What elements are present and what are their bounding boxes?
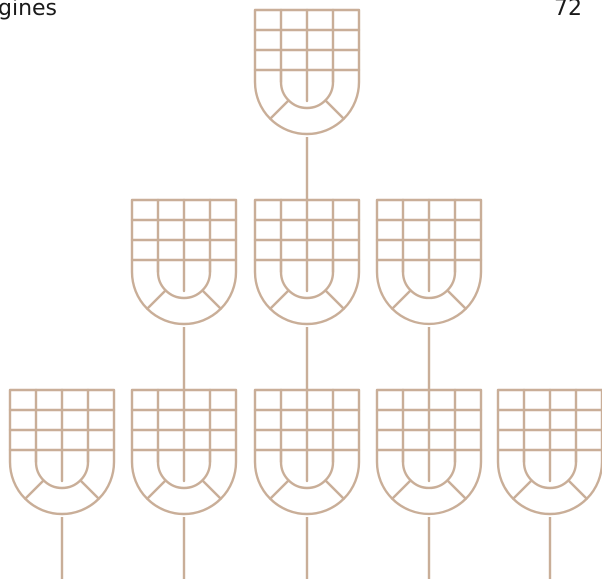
shield-window-1-1 (255, 200, 359, 324)
shield-window-1-0 (132, 200, 236, 324)
shield-window-2-2 (255, 390, 359, 514)
shield-window-1-2 (377, 200, 481, 324)
shield-window-2-0 (10, 390, 114, 514)
shield-window-2-1 (132, 390, 236, 514)
shield-window-2-3 (377, 390, 481, 514)
shield-window-0-0 (255, 10, 359, 134)
shield-window-2-4 (498, 390, 602, 514)
